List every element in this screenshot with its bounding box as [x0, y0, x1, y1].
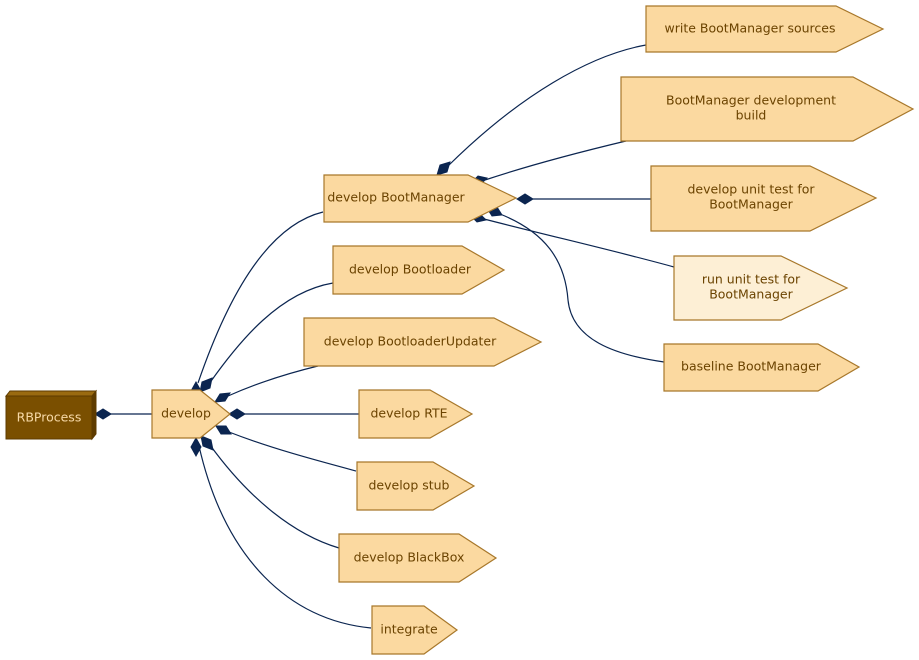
node-develop-bootloader-shape [332, 245, 506, 295]
edge-develop-stub [228, 431, 357, 472]
edge-diamond [215, 425, 232, 435]
node-develop-rte-label: develop RTE [370, 406, 447, 421]
node-run-unit-test-shape [673, 255, 849, 321]
node-write-sources[interactable]: write BootManager sources [645, 5, 885, 53]
node-baseline-shape [663, 343, 861, 392]
edge-bootmanager-dev-build [484, 140, 627, 181]
node-develop-stub-shape [356, 461, 476, 511]
node-integrate-shape [371, 605, 459, 655]
edge-diamond [516, 193, 534, 205]
node-develop-bootloaderupdater-shape [303, 317, 543, 367]
edge-develop-bootloaderupdater [227, 365, 319, 397]
node-develop-bootloaderupdater[interactable]: develop BootloaderUpdater [303, 317, 543, 367]
node-develop-blackbox-label: develop BlackBox [354, 550, 465, 565]
node-run-unit-test[interactable]: run unit test for BootManager [673, 255, 849, 321]
edge-diamond [190, 436, 202, 458]
edge-diamond [200, 435, 214, 451]
edge-diamond [228, 408, 246, 420]
node-baseline[interactable]: baseline BootManager [663, 343, 861, 392]
node-write-sources-shape [645, 5, 885, 53]
node-develop-bootmanager-shape [323, 174, 518, 223]
edge-diamond [214, 392, 231, 403]
edge-diamond [199, 377, 213, 393]
node-develop-blackbox[interactable]: develop BlackBox [338, 533, 498, 583]
node-dev-build-label-2: build [736, 108, 767, 123]
node-run-unit-test-label-1: run unit test for [702, 272, 801, 287]
node-dev-unit-test-shape [650, 165, 878, 232]
node-dev-build[interactable]: BootManager development build [620, 76, 915, 142]
node-develop-shape [151, 389, 231, 439]
node-develop-stub[interactable]: develop stub [356, 461, 476, 511]
node-rbprocess-box [5, 395, 93, 440]
node-dev-build-shape [620, 76, 915, 142]
edge-develop-bootloader [208, 282, 334, 385]
node-integrate[interactable]: integrate [371, 605, 459, 655]
node-develop-bootmanager-label: develop BootManager [327, 190, 465, 205]
node-develop[interactable]: develop [151, 389, 231, 439]
edge-develop-integrate [198, 445, 372, 629]
node-rbprocess-top [4, 390, 98, 397]
edge-develop-blackbox [209, 444, 340, 549]
node-develop-bootmanager[interactable]: develop BootManager [323, 174, 518, 223]
node-develop-rte-shape [358, 389, 474, 439]
node-develop-bootloader[interactable]: develop Bootloader [332, 245, 506, 295]
node-rbprocess-side [91, 389, 97, 441]
node-develop-rte[interactable]: develop RTE [358, 389, 474, 439]
node-write-sources-label: write BootManager sources [665, 21, 836, 36]
node-rbprocess-label: RBProcess [17, 410, 82, 425]
node-dev-unit-test-label-2: BootManager [709, 197, 793, 212]
node-rbprocess[interactable]: RBProcess [4, 389, 98, 441]
edge-bootmanager-run-unit-test [483, 218, 675, 268]
edge-bootmanager-write-sources [447, 44, 647, 167]
edge-diamond [436, 161, 451, 176]
node-develop-blackbox-shape [338, 533, 498, 583]
node-develop-stub-label: develop stub [368, 478, 449, 493]
node-dev-unit-test[interactable]: develop unit test for BootManager [650, 165, 878, 232]
edge-diamond [94, 408, 112, 420]
nodes: RBProcess develop develop BootManager de… [4, 5, 915, 655]
node-develop-bootloader-label: develop Bootloader [349, 262, 472, 277]
node-run-unit-test-label-2: BootManager [709, 287, 793, 302]
edge-bootmanager-baseline [499, 213, 665, 363]
node-integrate-label: integrate [380, 622, 438, 637]
node-baseline-label: baseline BootManager [681, 359, 822, 374]
node-develop-bootloaderupdater-label: develop BootloaderUpdater [324, 334, 497, 349]
node-dev-build-label-1: BootManager development [666, 93, 836, 108]
edge-develop-bootmanager [197, 211, 324, 384]
node-develop-label: develop [161, 406, 211, 421]
node-dev-unit-test-label-1: develop unit test for [687, 182, 815, 197]
